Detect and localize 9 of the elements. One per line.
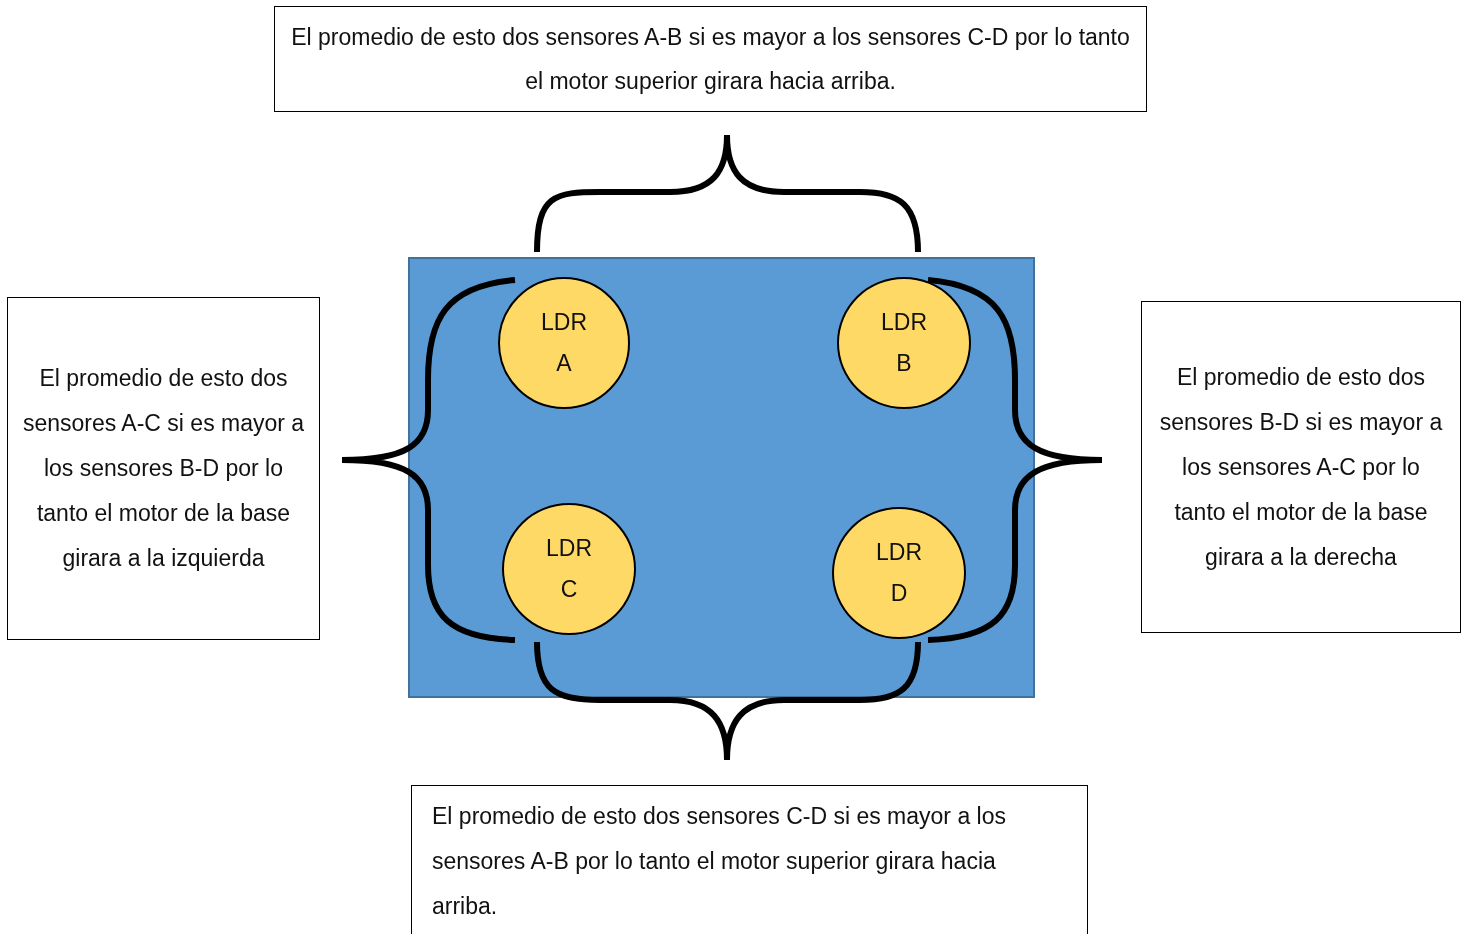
note-box: El promedio de esto dos sensores A-B si es mayor a los sensores C-D por lo tanto el motor superior girara hacia arriba. — [274, 6, 1147, 112]
sensor-circle: LDR B — [837, 277, 971, 409]
panel — [408, 257, 1035, 698]
note-box: El promedio de esto dos sensores C-D si es mayor a los sensores A-B por lo tanto el motor superior girara hacia arriba. — [411, 785, 1088, 934]
sensor-circle: LDR A — [498, 277, 630, 409]
sensor-circle: LDR D — [832, 507, 966, 639]
note-box: El promedio de esto dos sensores A-C si es mayor a los sensores B-D por lo tanto el motor de la base girara a la izquierda — [7, 297, 320, 640]
note-box: El promedio de esto dos sensores B-D si es mayor a los sensores A-C por lo tanto el motor de la base girara a la derecha — [1141, 301, 1461, 633]
sensor-circle: LDR C — [502, 503, 636, 635]
